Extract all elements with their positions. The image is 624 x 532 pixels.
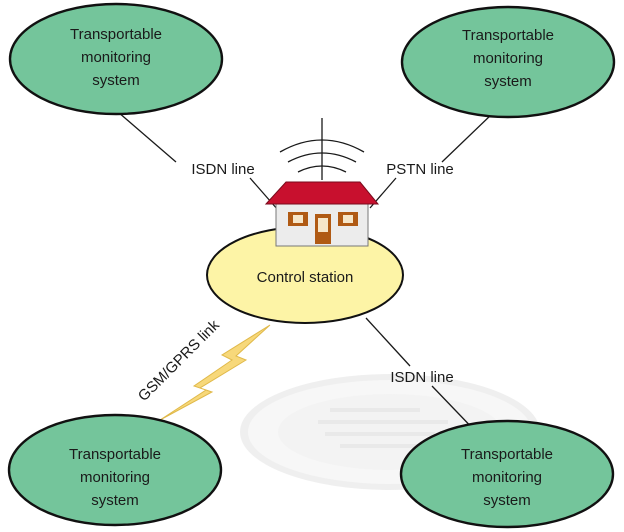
node-label-line: monitoring [473,50,543,67]
link-label-top-left: ISDN line [191,161,254,178]
antenna-icon [279,118,365,180]
monitoring-node-top-right: Transportable monitoring system [400,5,616,119]
node-label-line: Transportable [462,27,554,44]
node-label-line: Transportable [69,446,161,463]
connector-bottom-right [365,317,411,367]
monitoring-node-bottom-left: Transportable monitoring system [7,413,223,527]
connector-top-left-lower [249,177,279,211]
node-label-line: monitoring [472,469,542,486]
link-label-bottom-right: ISDN line [390,369,453,386]
node-label-line: monitoring [80,469,150,486]
node-label-line: Transportable [461,446,553,463]
node-label-line: monitoring [81,49,151,66]
connector-top-left [117,111,177,163]
control-station-label: Control station [257,269,354,286]
monitoring-node-top-left: Transportable monitoring system [8,2,224,116]
node-label-line: system [484,73,532,90]
node-label-line: Transportable [70,26,162,43]
node-label-line: system [92,72,140,89]
house-icon [264,181,380,247]
connector-top-right [441,113,493,163]
node-label-line: system [91,492,139,509]
monitoring-node-bottom-right: Transportable monitoring system [399,419,615,529]
link-label-top-right: PSTN line [386,161,454,178]
node-label-line: system [483,492,531,509]
